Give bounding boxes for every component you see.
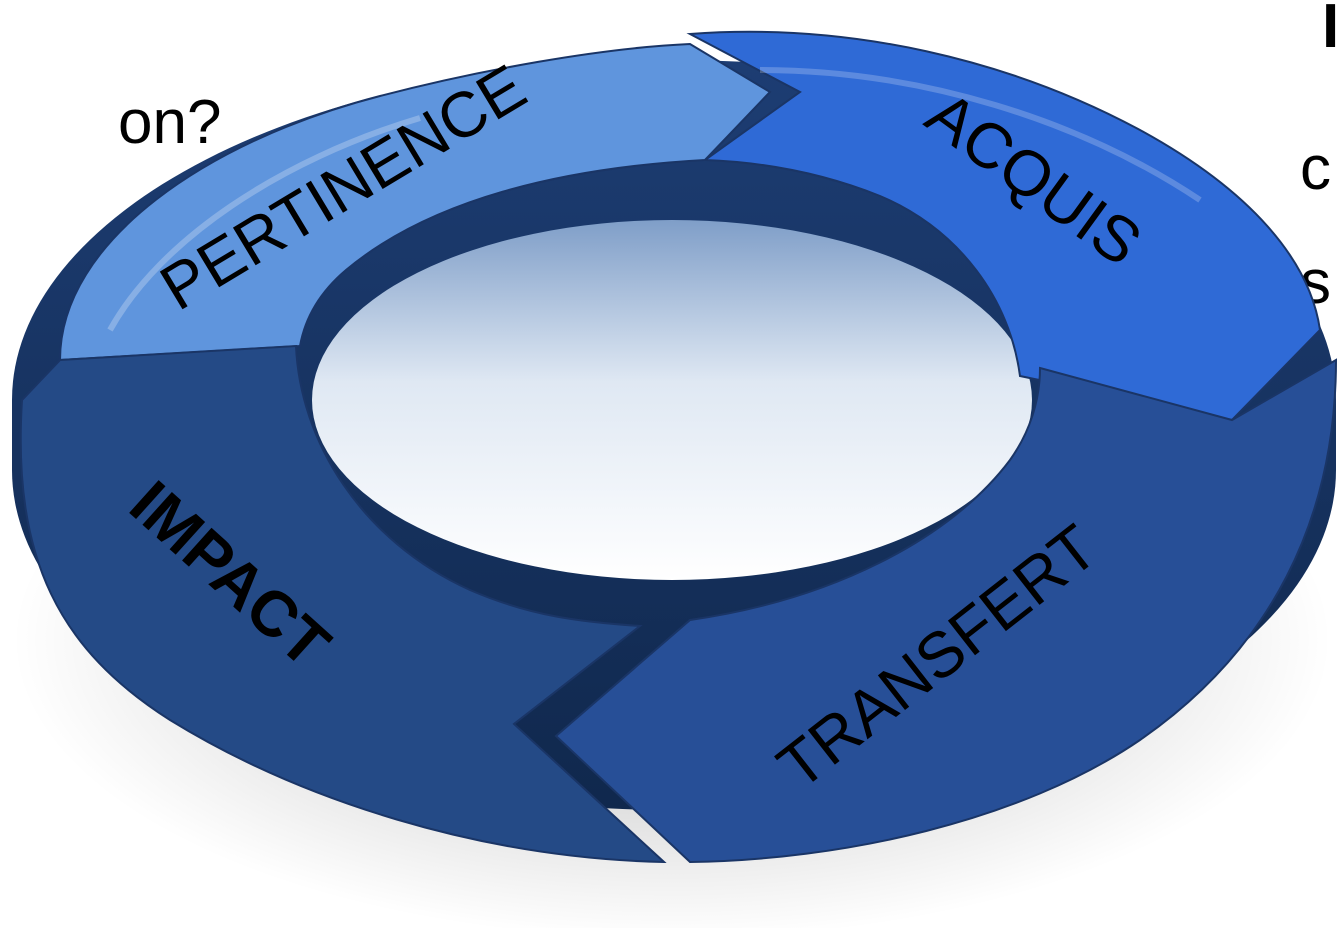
right-text-fragment-2: c bbox=[1300, 134, 1331, 203]
right-text-fragment-1: I bbox=[1322, 0, 1337, 61]
segment-impact bbox=[19, 344, 667, 864]
ring-hole bbox=[312, 220, 1032, 580]
segment-glint bbox=[107, 115, 421, 332]
segment-glint bbox=[759, 67, 1202, 203]
left-text-fragment: on? bbox=[118, 88, 222, 157]
segment-pertinence bbox=[58, 42, 772, 362]
segment-transfert bbox=[554, 358, 1337, 864]
segment-acquis bbox=[686, 30, 1322, 422]
